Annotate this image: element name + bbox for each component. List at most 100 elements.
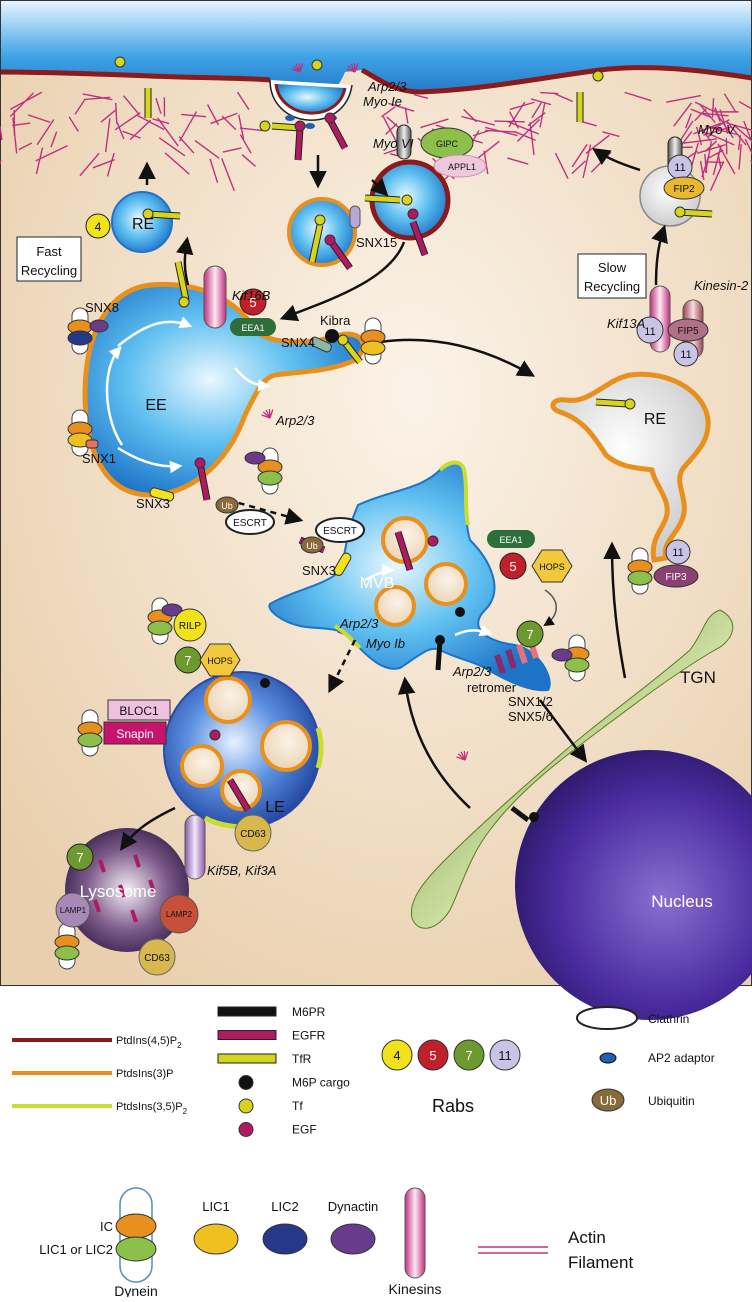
rab11-number: 11: [672, 547, 683, 559]
snx3-label: SNX3: [302, 563, 336, 578]
legend-dynein-ic: [116, 1214, 156, 1238]
dynein-snx8-lic: [68, 331, 92, 345]
intraluminal-vesicle: [206, 678, 250, 722]
tf-ligand: [338, 335, 348, 345]
fast-re-label: RE: [132, 216, 154, 233]
escrt-label: ESCRT: [323, 526, 357, 537]
legend-ap2-label: AP2 adaptor: [648, 1051, 715, 1065]
tf-ligand: [312, 60, 322, 70]
kif16b-kinesin: [204, 266, 226, 328]
tf-ligand: [675, 207, 685, 217]
legend-dynein-lic: [116, 1237, 156, 1261]
snapin-label: Snapin: [116, 727, 153, 741]
retromer-label: retromer: [467, 680, 517, 695]
bloc1-label: BLOC1: [119, 704, 159, 718]
legend-lic2-swatch: [263, 1224, 307, 1254]
eea1-label: EEA1: [499, 535, 522, 545]
legend-cargo-label: Tf: [292, 1099, 303, 1113]
kinesin2-label: Kinesin-2: [694, 278, 749, 293]
kibra-protein: [325, 329, 339, 343]
legend-ap2-swatch: [600, 1053, 616, 1063]
legend-cargo-label: EGFR: [292, 1029, 326, 1043]
arp23-label: Arp2/3: [339, 616, 379, 631]
egf-ligand: [428, 536, 438, 546]
ub-label: Ub: [306, 541, 318, 551]
dynein-lysosome-lic: [55, 946, 79, 960]
arp23-label: Arp2/3: [367, 79, 407, 94]
legend-rab-number: 11: [498, 1048, 512, 1063]
tf-ligand: [179, 297, 189, 307]
fast-recycling-text: Recycling: [21, 263, 77, 278]
legend-cargo-label: TfR: [292, 1052, 312, 1066]
hops-label: HOPS: [539, 562, 565, 572]
rab11-number: 11: [674, 162, 685, 174]
kif5b-label: Kif5B, Kif3A: [207, 863, 276, 878]
legend-actin-label: Actin: [568, 1228, 606, 1247]
rab11-number: 11: [644, 326, 655, 338]
snx12-label: SNX1/2: [508, 694, 553, 709]
legend-dynein-label: Dynein: [114, 1283, 158, 1297]
appl1-label: APPL1: [448, 162, 476, 172]
myo5-label: Myo V: [698, 122, 736, 137]
rilp-label: RILP: [179, 621, 202, 632]
snx56-label: SNX5/6: [508, 709, 553, 724]
intraluminal-vesicle: [426, 564, 466, 604]
rab7-number: 7: [184, 653, 191, 668]
snx15-label: SNX15: [356, 235, 397, 250]
mvb-label: MVB: [360, 575, 395, 592]
intraluminal-vesicle: [182, 746, 222, 786]
legend-lic2-label: LIC2: [271, 1199, 298, 1214]
egf-ligand: [210, 730, 220, 740]
dynein-fip3-lic: [628, 571, 652, 585]
tf-ligand: [260, 121, 270, 131]
legend-actin-label: Filament: [568, 1253, 633, 1272]
legend-lic-label: LIC1 or LIC2: [39, 1242, 113, 1257]
legend-ubiquitin-label: Ubiquitin: [648, 1094, 695, 1108]
egf-ligand: [408, 209, 418, 219]
dynactin: [245, 452, 265, 464]
legend-ligand-swatch: [239, 1076, 253, 1090]
legend-clathrin-swatch: [577, 1007, 637, 1029]
fip2-label: FIP2: [673, 184, 695, 195]
rab5-number: 5: [509, 559, 516, 574]
slow-recycling-text: Recycling: [584, 279, 640, 294]
rab4-number: 4: [95, 220, 102, 234]
actin-filament: [708, 162, 722, 163]
legend-lipid-label: PtdsIns(3)P: [116, 1068, 173, 1080]
ap2-adaptor: [305, 123, 315, 129]
legend-lic1-swatch: [194, 1224, 238, 1254]
legend-rab-number: 5: [429, 1048, 436, 1063]
legend-receptor-swatch: [218, 1007, 276, 1016]
dynactin: [90, 320, 108, 332]
legend-dynactin-swatch: [331, 1224, 375, 1254]
egfr-receptor: [298, 128, 300, 160]
legend-ligand-swatch: [239, 1123, 253, 1137]
myo1e-label: Myo Ie: [363, 94, 402, 109]
tgn-label: TGN: [680, 668, 716, 687]
arp23-label: Arp2/3: [275, 413, 315, 428]
lamp1-label: LAMP1: [60, 906, 87, 915]
snx4-label: SNX4: [281, 335, 315, 350]
snx3-label: SNX3: [136, 496, 170, 511]
legend-ligand-swatch: [239, 1099, 253, 1113]
ub-label: Ub: [221, 501, 233, 511]
dynactin: [552, 649, 572, 661]
legend-kinesins-label: Kinesins: [389, 1281, 442, 1297]
kif13a-label: Kif13A: [607, 316, 645, 331]
kibra-label: Kibra: [320, 313, 351, 328]
lamp2-label: LAMP2: [166, 910, 193, 919]
kif5b-kif3a-kinesin: [185, 815, 205, 879]
legend-rabs-title: Rabs: [432, 1096, 474, 1116]
legend-rab-number: 7: [465, 1048, 472, 1063]
tfr-receptor: [365, 198, 400, 200]
myo1b-label: Myo Ib: [366, 636, 405, 651]
tf-ligand: [315, 215, 325, 225]
nucleus-label: Nucleus: [651, 892, 712, 911]
le-label: LE: [265, 799, 285, 816]
legend-ub-symbol: Ub: [600, 1093, 617, 1108]
myo6-label: Myo VI: [373, 136, 414, 151]
snx1-label: SNX1: [82, 451, 116, 466]
eea1-label: EEA1: [241, 323, 264, 333]
